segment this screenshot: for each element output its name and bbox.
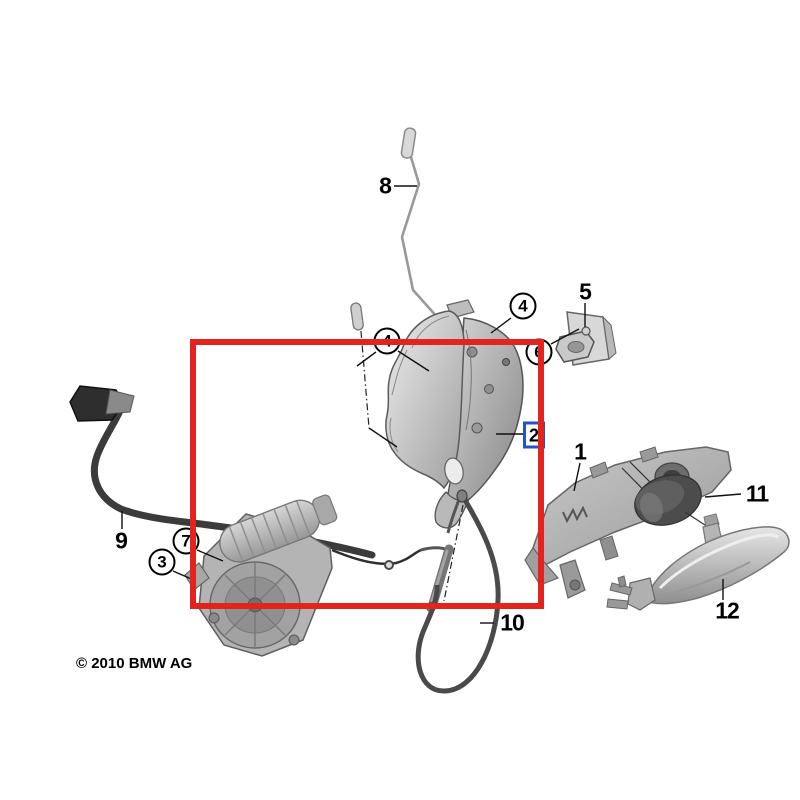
striker-plate-part5 (555, 311, 617, 366)
bowden-cable-part10 (331, 489, 501, 694)
door-lock-part2 (385, 299, 524, 529)
leader-lines (121, 185, 742, 624)
cylinder-cap-part11 (621, 461, 709, 528)
lock-rod-part8 (400, 127, 449, 331)
callout-12[interactable]: 12 (715, 597, 740, 624)
callout-8[interactable]: 8 (379, 172, 392, 199)
callout-7[interactable]: 7 (172, 527, 200, 555)
construction-lines (360, 330, 464, 602)
callout-2-selected[interactable]: 2 (523, 421, 545, 449)
callout-4b[interactable]: 4 (373, 327, 401, 355)
callout-5[interactable]: 5 (579, 278, 592, 305)
callout-4a[interactable]: 4 (509, 292, 537, 320)
callout-3[interactable]: 3 (148, 548, 176, 576)
callout-11[interactable]: 11 (745, 480, 769, 507)
door-handle-part12 (606, 513, 790, 611)
copyright-text: © 2010 BMW AG (76, 655, 193, 672)
callout-10[interactable]: 10 (500, 609, 525, 636)
callout-1[interactable]: 1 (574, 438, 587, 465)
actuator-motor-part3 (184, 494, 338, 657)
guide-pin-part4 (350, 302, 364, 331)
callout-9[interactable]: 9 (115, 527, 128, 554)
callout-6[interactable]: 6 (525, 338, 553, 366)
